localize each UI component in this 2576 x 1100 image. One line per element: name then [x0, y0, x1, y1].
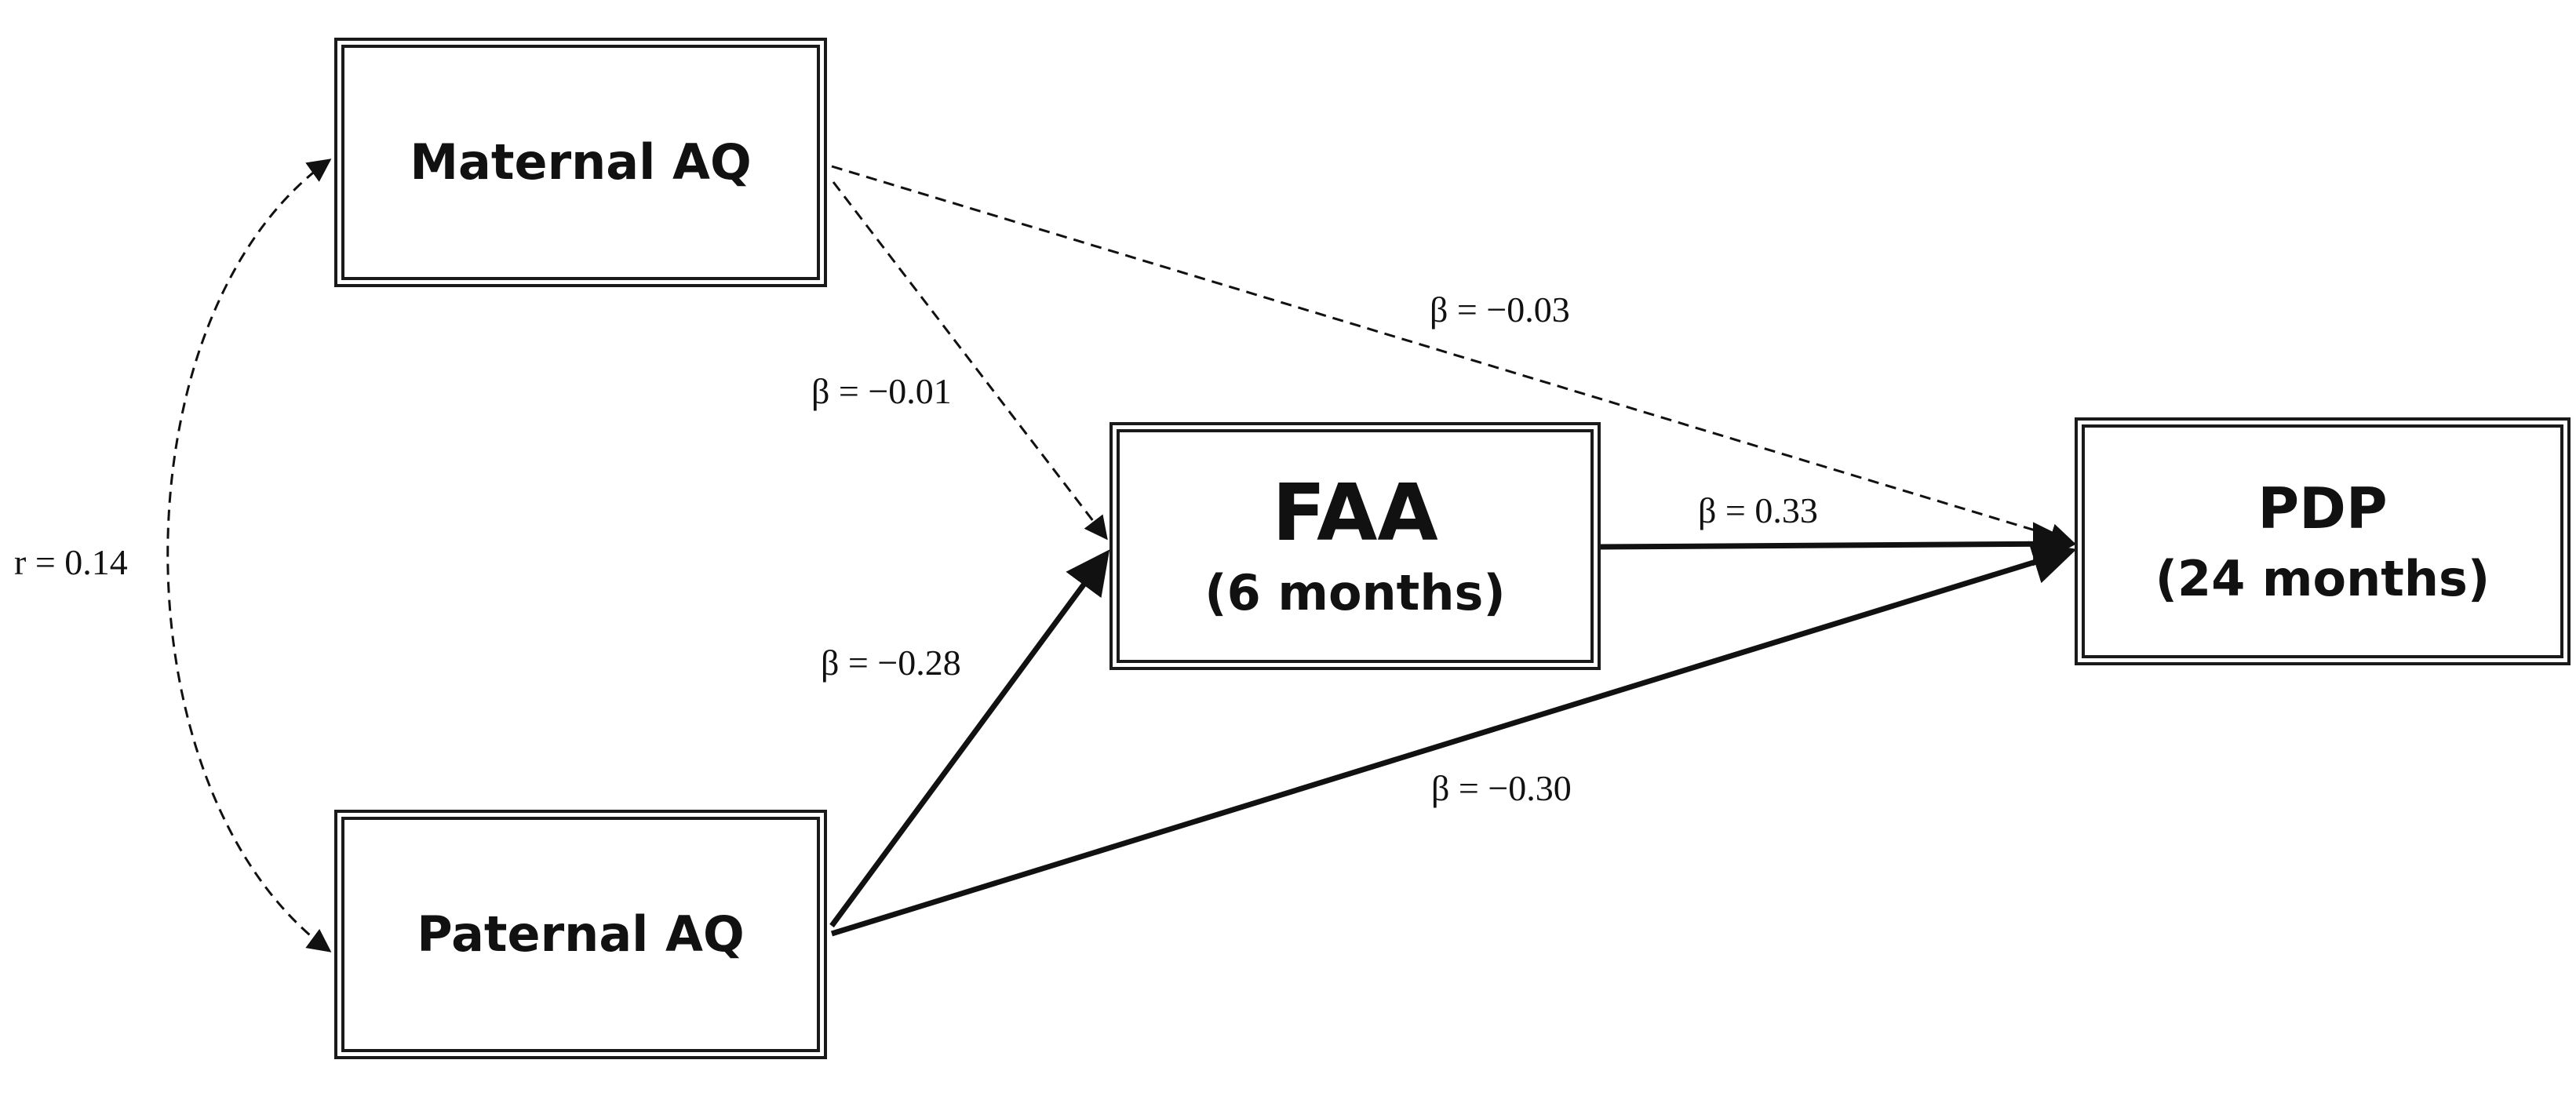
arrow-faa-to-pdp [1598, 522, 2077, 566]
arrow-paternal-to-faa [829, 549, 1110, 928]
node-paternal-aq: Paternal AQ [334, 810, 827, 1059]
label-faa-to-pdp: β = 0.33 [1698, 490, 1818, 530]
node-pdp-label: PDP [2257, 475, 2388, 541]
node-maternal-aq-label: Maternal AQ [410, 133, 752, 191]
label-paternal-to-faa: β = −0.28 [821, 643, 961, 683]
arrow-maternal-to-faa [832, 181, 1108, 541]
node-faa-label: FAA [1272, 466, 1438, 559]
node-faa: FAA (6 months) [1109, 422, 1601, 670]
node-pdp-sublabel: (24 months) [2155, 550, 2490, 607]
label-paternal-to-pdp: β = −0.30 [1431, 768, 1572, 808]
node-pdp: PDP (24 months) [2075, 417, 2571, 665]
node-paternal-aq-label: Paternal AQ [417, 905, 745, 963]
arrow-paternal-to-pdp [830, 541, 2077, 937]
label-maternal-to-pdp: β = −0.03 [1430, 290, 1570, 330]
label-maternal-to-faa: β = −0.01 [811, 371, 952, 411]
label-correlation: r = 0.14 [14, 542, 128, 582]
node-faa-sublabel: (6 months) [1204, 563, 1506, 621]
node-maternal-aq: Maternal AQ [334, 38, 827, 287]
correlation-arc [166, 158, 332, 952]
